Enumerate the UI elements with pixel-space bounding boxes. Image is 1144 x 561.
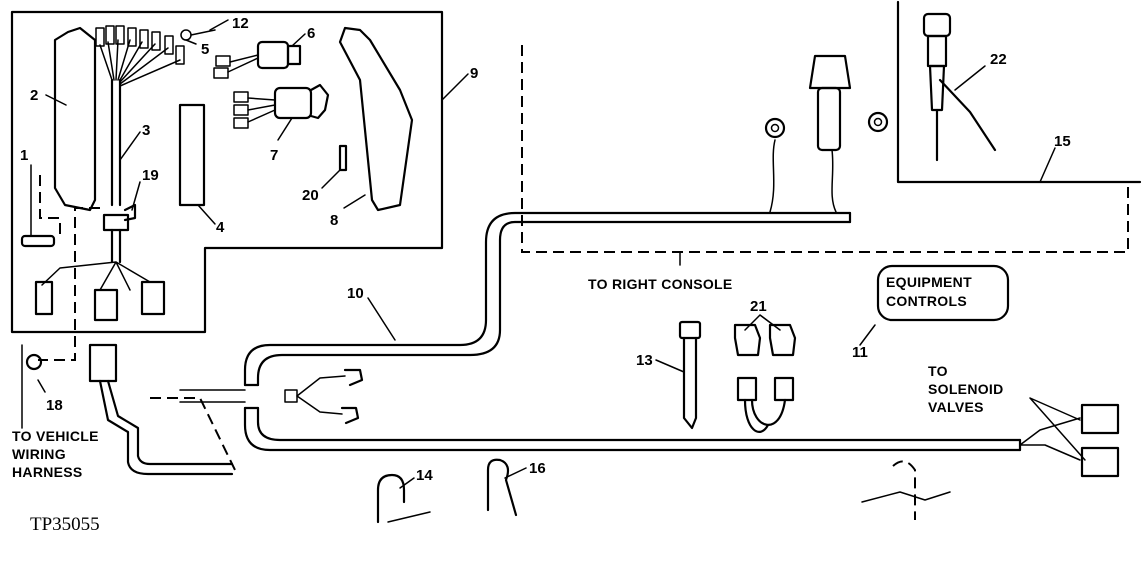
pin xyxy=(338,144,348,172)
screw-12 xyxy=(180,29,216,41)
callout-18: 18 xyxy=(46,397,63,414)
callout-labels: 1 2 3 4 5 6 7 8 9 10 11 12 13 14 15 16 1… xyxy=(20,15,1071,484)
vehicle-connector xyxy=(88,343,236,476)
caption-solenoid-1: TO xyxy=(928,363,948,379)
caption-vehicle-3: HARNESS xyxy=(12,464,83,480)
tie-strap-13 xyxy=(678,320,702,430)
callout-12: 12 xyxy=(232,15,249,32)
captions: TO RIGHT CONSOLE EQUIPMENT CONTROLS TO S… xyxy=(12,274,1004,535)
switch-7 xyxy=(233,83,330,129)
callout-14: 14 xyxy=(416,467,433,484)
right-console-dashed-boundary xyxy=(521,45,1129,266)
callout-11: 11 xyxy=(852,344,868,361)
clip-14 xyxy=(376,473,431,524)
caption-vehicle-1: TO VEHICLE xyxy=(12,428,99,444)
caption-equipment-controls-1: EQUIPMENT xyxy=(886,274,972,290)
clip-19 xyxy=(123,203,137,222)
figure-code: TP35055 xyxy=(30,514,100,535)
sensor-22 xyxy=(922,12,997,162)
callout-8: 8 xyxy=(330,212,338,229)
callout-19: 19 xyxy=(142,167,159,184)
callout-21: 21 xyxy=(750,298,767,315)
clip-16 xyxy=(486,458,518,517)
callout-20: 20 xyxy=(302,187,319,204)
console-leads xyxy=(764,54,889,213)
side-cover-left xyxy=(53,26,97,212)
callout-2: 2 xyxy=(30,87,38,104)
side-cover-right xyxy=(338,26,414,212)
panel-dashed-routing xyxy=(38,175,100,361)
callout-4: 4 xyxy=(216,219,225,236)
callout-6: 6 xyxy=(307,25,315,42)
leader-lines xyxy=(21,19,1056,489)
switch-6 xyxy=(213,40,302,79)
callout-13: 13 xyxy=(636,352,653,369)
caption-equipment-controls-2: CONTROLS xyxy=(886,293,967,309)
caption-solenoid-2: SOLENOID xyxy=(928,381,1004,397)
callout-3: 3 xyxy=(142,122,150,139)
left-console-panel xyxy=(10,10,444,334)
callout-1: 1 xyxy=(20,147,28,164)
callout-22: 22 xyxy=(990,51,1007,68)
equipment-controls-box xyxy=(876,264,1010,322)
right-console-outline xyxy=(896,0,1142,184)
connector-21 xyxy=(733,323,797,433)
callout-10: 10 xyxy=(347,285,364,302)
callout-7: 7 xyxy=(270,147,278,164)
caption-vehicle-2: WIRING xyxy=(12,446,66,462)
grommet-18 xyxy=(25,353,43,371)
callout-15: 15 xyxy=(1054,133,1071,150)
caption-to-right-console: TO RIGHT CONSOLE xyxy=(588,276,733,292)
harness-bundle xyxy=(34,25,185,322)
solenoid-connectors xyxy=(1019,397,1120,478)
callout-16: 16 xyxy=(529,460,546,477)
screw-1 xyxy=(20,234,56,248)
cover-plate xyxy=(178,103,206,207)
callout-9: 9 xyxy=(470,65,478,82)
chain-fasteners xyxy=(861,460,951,520)
caption-solenoid-3: VALVES xyxy=(928,399,984,415)
callout-5: 5 xyxy=(201,41,209,58)
